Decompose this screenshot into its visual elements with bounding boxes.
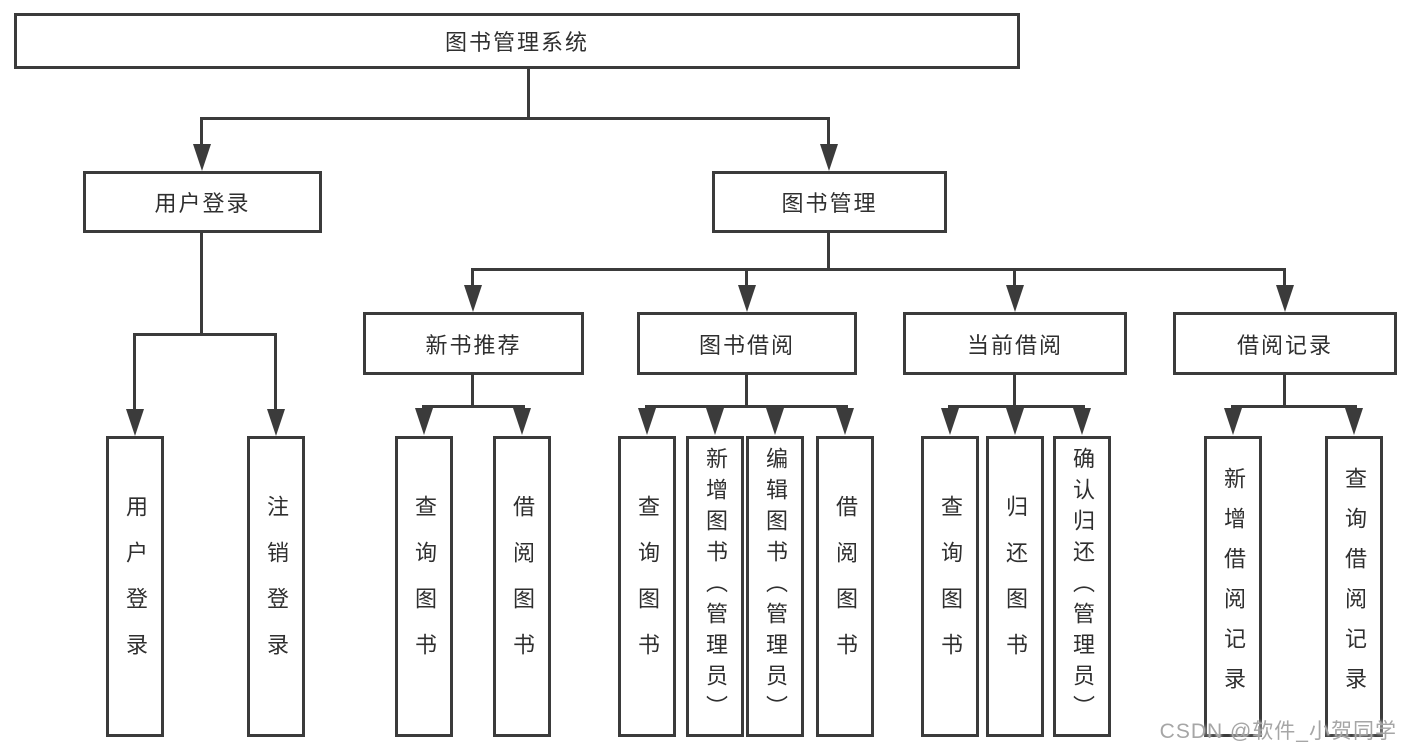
connector-vline xyxy=(133,335,136,411)
connector-vline xyxy=(1283,270,1286,287)
leaf-query-borrow-record: 查询借阅记录 xyxy=(1325,436,1383,737)
connector-hline xyxy=(948,405,1085,408)
arrowhead-down-icon xyxy=(1073,408,1091,435)
connector-vline xyxy=(1283,375,1286,407)
connector-hline xyxy=(645,405,848,408)
csdn-watermark: CSDN @软件_小贺同学 xyxy=(1159,720,1397,743)
arrowhead-down-icon xyxy=(836,408,854,435)
connector-hline xyxy=(422,405,525,408)
arrowhead-down-icon xyxy=(415,408,433,435)
node-book-borrowing: 图书借阅 xyxy=(637,312,857,375)
node-library-management-system: 图书管理系统 xyxy=(14,13,1020,69)
connector-vline xyxy=(745,375,748,407)
leaf-confirm-return-admin: 确认归还（管理员） xyxy=(1053,436,1111,737)
leaf-edit-books-admin: 编辑图书（管理员） xyxy=(746,436,804,737)
node-book-management: 图书管理 xyxy=(712,171,947,233)
leaf-logout: 注销登录 xyxy=(247,436,305,737)
leaf-add-borrow-record: 新增借阅记录 xyxy=(1204,436,1262,737)
node-borrowing-records: 借阅记录 xyxy=(1173,312,1397,375)
arrowhead-down-icon xyxy=(267,409,285,436)
arrowhead-down-icon xyxy=(820,144,838,171)
arrowhead-down-icon xyxy=(706,408,724,435)
connector-vline xyxy=(274,335,277,411)
arrowhead-down-icon xyxy=(738,285,756,312)
arrowhead-down-icon xyxy=(464,285,482,312)
connector-hline xyxy=(1231,405,1357,408)
node-user-login: 用户登录 xyxy=(83,171,322,233)
connector-vline xyxy=(471,270,474,287)
connector-vline xyxy=(471,375,474,407)
connector-vline xyxy=(200,119,203,146)
arrowhead-down-icon xyxy=(1345,408,1363,435)
leaf-return-books: 归还图书 xyxy=(986,436,1044,737)
leaf-query-books-recommend: 查询图书 xyxy=(395,436,453,737)
leaf-borrow-books: 借阅图书 xyxy=(816,436,874,737)
connector-hline xyxy=(200,117,830,120)
connector-vline xyxy=(200,233,203,335)
connector-hline xyxy=(471,268,1286,271)
arrowhead-down-icon xyxy=(1006,408,1024,435)
node-new-book-recommend: 新书推荐 xyxy=(363,312,584,375)
arrowhead-down-icon xyxy=(1224,408,1242,435)
arrowhead-down-icon xyxy=(941,408,959,435)
arrowhead-down-icon xyxy=(126,409,144,436)
arrowhead-down-icon xyxy=(193,144,211,171)
connector-vline xyxy=(1013,375,1016,407)
connector-hline xyxy=(133,333,277,336)
arrowhead-down-icon xyxy=(513,408,531,435)
connector-vline xyxy=(1013,270,1016,287)
connector-vline xyxy=(527,68,530,119)
connector-vline xyxy=(745,270,748,287)
leaf-add-books-admin: 新增图书（管理员） xyxy=(686,436,744,737)
leaf-query-books-current: 查询图书 xyxy=(921,436,979,737)
arrowhead-down-icon xyxy=(1276,285,1294,312)
arrowhead-down-icon xyxy=(1006,285,1024,312)
leaf-borrow-books-recommend: 借阅图书 xyxy=(493,436,551,737)
connector-vline xyxy=(827,233,830,270)
leaf-user-login: 用户登录 xyxy=(106,436,164,737)
arrowhead-down-icon xyxy=(638,408,656,435)
arrowhead-down-icon xyxy=(766,408,784,435)
leaf-query-books-borrowing: 查询图书 xyxy=(618,436,676,737)
connector-vline xyxy=(827,119,830,146)
node-current-borrowing: 当前借阅 xyxy=(903,312,1127,375)
